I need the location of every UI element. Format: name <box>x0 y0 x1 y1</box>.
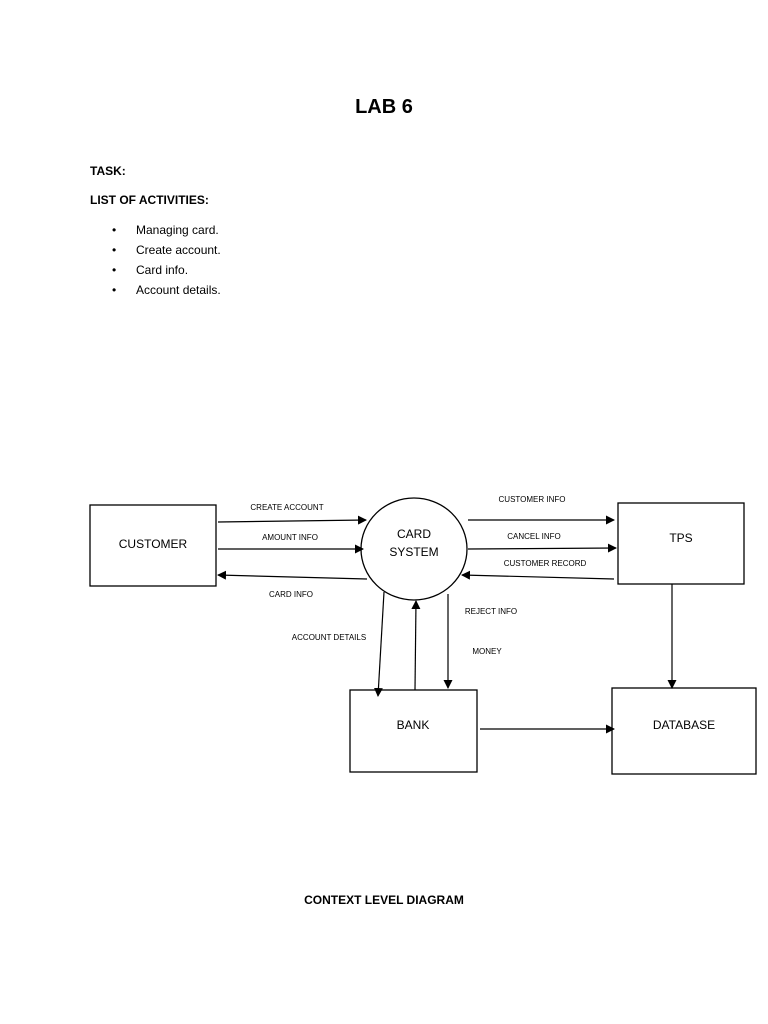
customer-entity-box <box>89 504 217 587</box>
amount-info-label: AMOUNT INFO <box>262 533 318 542</box>
list-item: • Account details. <box>112 282 221 302</box>
bank-entity-box <box>349 689 478 773</box>
activity-text: Create account. <box>136 243 221 257</box>
create-account-arrow <box>217 515 367 525</box>
diagram-caption: CONTEXT LEVEL DIAGRAM <box>304 893 464 907</box>
list-item: • Managing card. <box>112 222 221 242</box>
bank-entity-label: BANK <box>397 718 430 732</box>
tps-entity-label: TPS <box>669 531 692 545</box>
customer-info-label: CUSTOMER INFO <box>499 495 566 504</box>
tps-entity-box <box>617 502 745 585</box>
database-entity-box <box>611 687 757 775</box>
activity-text: Account details. <box>136 283 221 297</box>
list-item: • Card info. <box>112 262 221 282</box>
account-details-arrow <box>373 591 385 697</box>
list-item: • Create account. <box>112 242 221 262</box>
activities-list: • Managing card. • Create account. • Card i… <box>112 222 221 302</box>
card-info-arrow <box>217 570 368 580</box>
customer-record-label: CUSTOMER RECORD <box>504 559 587 568</box>
bullet-icon: • <box>112 243 117 257</box>
activities-heading: LIST OF ACTIVITIES: <box>90 193 209 207</box>
task-label: TASK: <box>90 164 126 178</box>
account-details-label: ACCOUNT DETAILS <box>292 633 366 642</box>
process-label-line1: CARD <box>397 527 431 541</box>
activity-text: Managing card. <box>136 223 219 237</box>
reject-info-label: REJECT INFO <box>465 607 517 616</box>
bank-to-system-arrow <box>411 600 421 691</box>
activity-text: Card info. <box>136 263 189 277</box>
create-account-label: CREATE ACCOUNT <box>250 503 323 512</box>
bullet-icon: • <box>112 223 117 237</box>
process-label-line2: SYSTEM <box>389 545 438 559</box>
cancel-info-label: CANCEL INFO <box>507 532 561 541</box>
card-info-label: CARD INFO <box>269 590 313 599</box>
database-entity-label: DATABASE <box>653 718 715 732</box>
customer-record-arrow <box>461 570 615 580</box>
cancel-info-arrow <box>467 543 617 553</box>
bullet-icon: • <box>112 263 117 277</box>
money-label: MONEY <box>472 647 502 656</box>
bullet-icon: • <box>112 283 117 297</box>
customer-entity-label: CUSTOMER <box>119 537 188 551</box>
page-title: LAB 6 <box>355 96 413 118</box>
